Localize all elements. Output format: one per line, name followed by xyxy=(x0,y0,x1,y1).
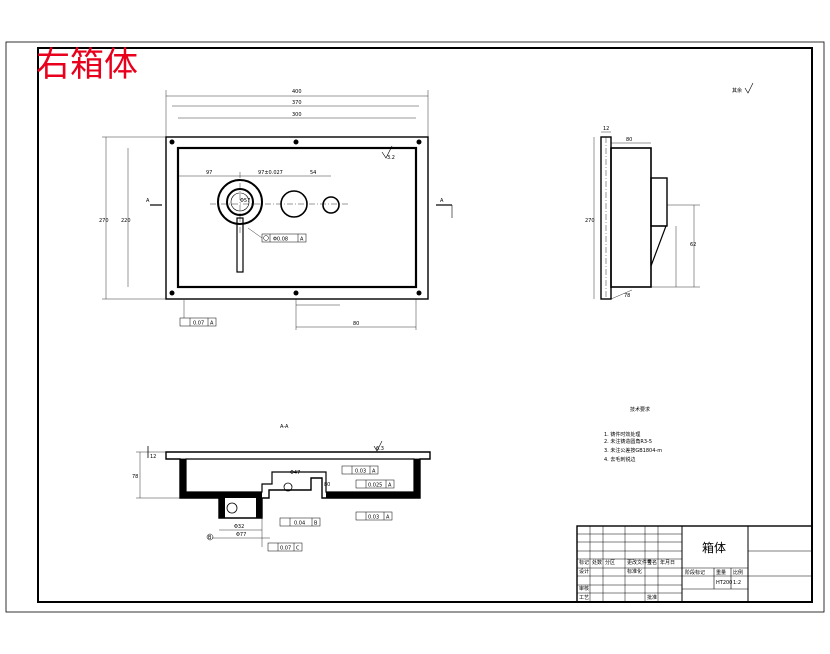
side-dim-height: 270 xyxy=(585,218,595,224)
section-dim-total: 80 xyxy=(324,482,330,488)
dim-bottom-length: 80 xyxy=(353,321,359,327)
tol-runout: 0.04 xyxy=(294,521,305,527)
outer-border xyxy=(5,41,825,613)
tol-flatness-c: 0.07 xyxy=(280,546,291,552)
section-title: A-A xyxy=(280,424,289,430)
part-name: 箱体 xyxy=(702,540,726,555)
tb-count: 处数 xyxy=(592,559,602,566)
side-dim-flange: 12 xyxy=(603,126,609,132)
front-outer xyxy=(165,136,429,300)
section-dim-boss2: Φ47 xyxy=(290,470,300,476)
side-dim-boss: 62 xyxy=(690,242,696,248)
tol-position-datum: A xyxy=(300,237,304,243)
title-block: 箱体 标记 处数 分区 更改文件号 签名 年月日 设计 标准化 阶段标记 重量 … xyxy=(576,525,813,603)
tol-parallel-1-datum: A xyxy=(388,483,392,489)
tb-review: 审核 xyxy=(579,585,589,592)
tol-perp-datum: A xyxy=(372,469,376,475)
dim-inner-height: 220 xyxy=(121,218,131,224)
section-mark-left: A xyxy=(146,198,150,204)
tech-req-4: 4. 去毛刺锐边 xyxy=(604,456,635,463)
tb-design: 设计 xyxy=(579,568,589,575)
tol-runout-datum: B xyxy=(314,521,318,527)
overlay-title: 右箱体 xyxy=(36,45,138,85)
front-roughness: 3.2 xyxy=(387,155,395,161)
section-dim-boss: Φ32 xyxy=(234,524,244,530)
section-dim-base: Φ77 xyxy=(236,532,246,538)
tol-parallel-1: 0.025 xyxy=(368,483,382,489)
section-roughness: 6.3 xyxy=(376,446,384,452)
rib xyxy=(236,217,244,273)
side-boss xyxy=(650,177,668,227)
datum-b-mark: B xyxy=(208,535,212,541)
bolt-holes xyxy=(169,139,422,296)
tech-req-1: 1. 铸件时效处理 xyxy=(604,431,640,438)
tb-scale-label: 比例 xyxy=(733,569,743,576)
tb-mark: 标记 xyxy=(579,559,589,566)
front-view: 400 370 300 270 220 97 97±0.027 54 Φ57 Φ… xyxy=(99,89,453,330)
dim-bore-dia: Φ57 xyxy=(240,198,250,204)
tb-material: HT200 xyxy=(716,580,732,586)
roughness-note: 其余 xyxy=(732,87,742,94)
side-rib xyxy=(650,225,667,267)
roughness-symbol xyxy=(744,82,754,94)
dim-bore-spacing: 97±0.027 xyxy=(258,170,283,176)
dim-overall-width: 400 xyxy=(292,89,302,95)
tech-req-title: 技术要求 xyxy=(630,406,650,413)
tol-flatness-c-datum: C xyxy=(296,546,300,552)
dim-bore2-spacing: 54 xyxy=(310,170,316,176)
section-dim-flange: 12 xyxy=(150,454,156,460)
tb-scale: 1:2 xyxy=(733,580,741,586)
bore-3 xyxy=(322,196,340,214)
side-view: 12 80 270 62 78 xyxy=(585,126,700,300)
section-view: A-A 78 12 Φ32 Φ77 Φ47 80 B 0 xyxy=(132,424,431,552)
side-dim-bottom: 78 xyxy=(624,293,630,299)
tol-perp: 0.03 xyxy=(355,469,366,475)
drawing-frame xyxy=(37,47,813,603)
tol-flatness: 0.07 xyxy=(193,321,204,327)
section-dim-depth: 78 xyxy=(132,474,138,480)
tb-process: 工艺 xyxy=(579,595,589,601)
tol-flatness-datum: A xyxy=(210,321,214,327)
tb-weight: 重量 xyxy=(716,569,726,576)
tech-req-2: 2. 未注铸造圆角R3-5 xyxy=(604,438,652,445)
dim-overall-height: 270 xyxy=(99,218,109,224)
tol-parallel-2: 0.03 xyxy=(368,515,379,521)
tb-sign: 签名 xyxy=(647,559,657,566)
tb-stage: 阶段标记 xyxy=(685,569,705,576)
front-inner xyxy=(176,146,418,289)
tech-requirements: 技术要求 1. 铸件时效处理 2. 未注铸造圆角R3-5 3. 未注公差按GB1… xyxy=(604,406,662,463)
tb-std: 标准化 xyxy=(627,568,642,575)
dim-inner-width: 300 xyxy=(292,112,302,118)
tech-req-3: 3. 未注公差按GB1804-m xyxy=(604,447,662,454)
tb-approve: 批准 xyxy=(647,594,657,601)
tol-position: Φ0.08 xyxy=(273,237,288,243)
tol-parallel-2-datum: A xyxy=(386,515,390,521)
tb-zone: 分区 xyxy=(605,559,615,566)
dim-bolt-span: 370 xyxy=(292,100,302,106)
side-dim-depth: 80 xyxy=(626,137,632,143)
tb-change: 更改文件号 xyxy=(627,559,652,566)
section-mark-right: A xyxy=(440,198,444,204)
tb-date: 年月日 xyxy=(660,559,675,566)
dim-bore-offset: 97 xyxy=(206,170,212,176)
side-body xyxy=(610,147,652,288)
